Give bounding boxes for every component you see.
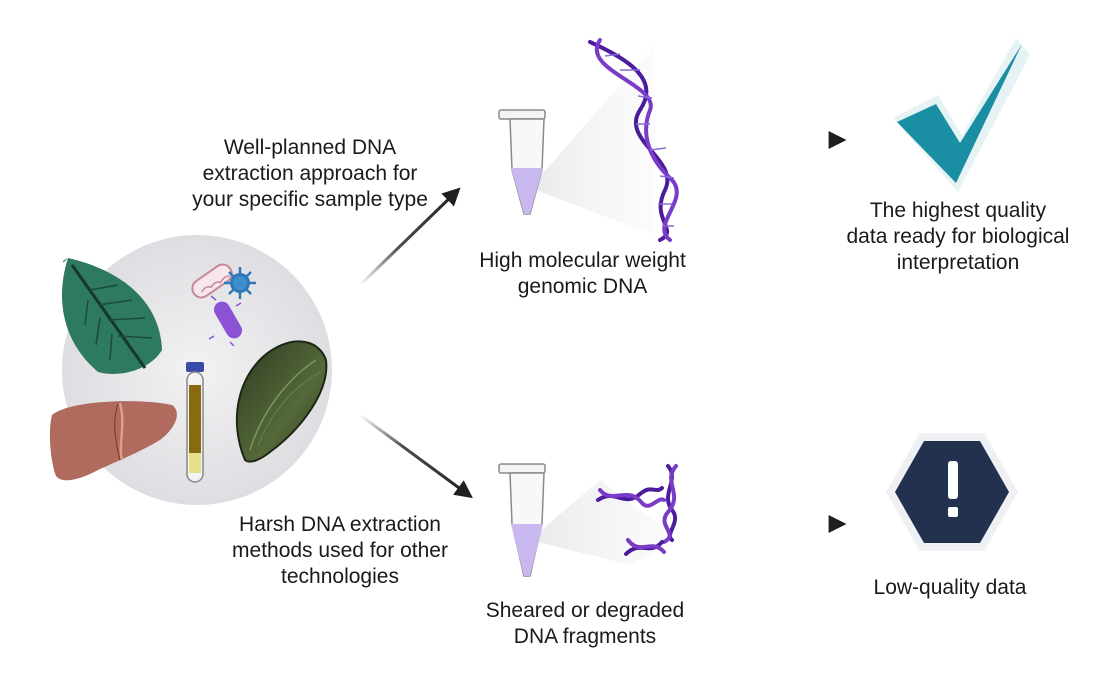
arrow-to-sheared xyxy=(359,413,473,499)
dna-helix-icon xyxy=(588,38,679,242)
arrow-to-hmw xyxy=(358,187,461,287)
label-line: interpretation xyxy=(896,251,1020,274)
label-line: Harsh DNA extraction xyxy=(239,513,441,536)
label-line: genomic DNA xyxy=(517,275,648,298)
bacterium-icon xyxy=(191,263,233,299)
label-line: methods used for other xyxy=(232,539,448,562)
microcentrifuge-tube-icon xyxy=(498,109,546,215)
hmw-dna-label: High molecular weight genomic DNA xyxy=(450,248,715,300)
sample-group xyxy=(49,235,332,505)
highest-quality-label: The highest quality data ready for biolo… xyxy=(822,198,1094,276)
label-line: data ready for biological xyxy=(846,225,1070,248)
liver-icon xyxy=(49,401,177,481)
well-planned-label: Well-planned DNA extraction approach for… xyxy=(170,135,450,213)
label-line: The highest quality xyxy=(869,199,1047,222)
label-line: your specific sample type xyxy=(192,188,428,211)
label-line: extraction approach for xyxy=(202,162,418,185)
bacterium-icon xyxy=(208,295,242,347)
label-line: Low-quality data xyxy=(873,576,1027,599)
mussel-icon xyxy=(235,340,328,463)
hmw-dna-group xyxy=(498,38,679,242)
low-quality-label: Low-quality data xyxy=(850,575,1050,601)
leaf-icon xyxy=(61,258,162,374)
label-line: High molecular weight xyxy=(479,249,686,272)
zoom-beam xyxy=(530,480,680,565)
zoom-beam xyxy=(530,45,655,235)
label-line: Well-planned DNA xyxy=(223,136,397,159)
harsh-methods-label: Harsh DNA extraction methods used for ot… xyxy=(210,512,470,590)
sheared-dna-group xyxy=(498,463,680,577)
label-line: Sheared or degraded xyxy=(485,599,685,622)
label-line: technologies xyxy=(281,565,399,588)
sheared-dna-label: Sheared or degraded DNA fragments xyxy=(460,598,710,650)
virus-icon xyxy=(224,267,256,299)
label-line: DNA fragments xyxy=(513,625,657,648)
dna-fragments-icon xyxy=(596,464,678,556)
blood-tube-icon xyxy=(186,362,204,483)
checkmark-icon xyxy=(893,38,1030,192)
warning-hexagon-icon xyxy=(886,433,1018,551)
microcentrifuge-tube-icon xyxy=(498,463,546,577)
